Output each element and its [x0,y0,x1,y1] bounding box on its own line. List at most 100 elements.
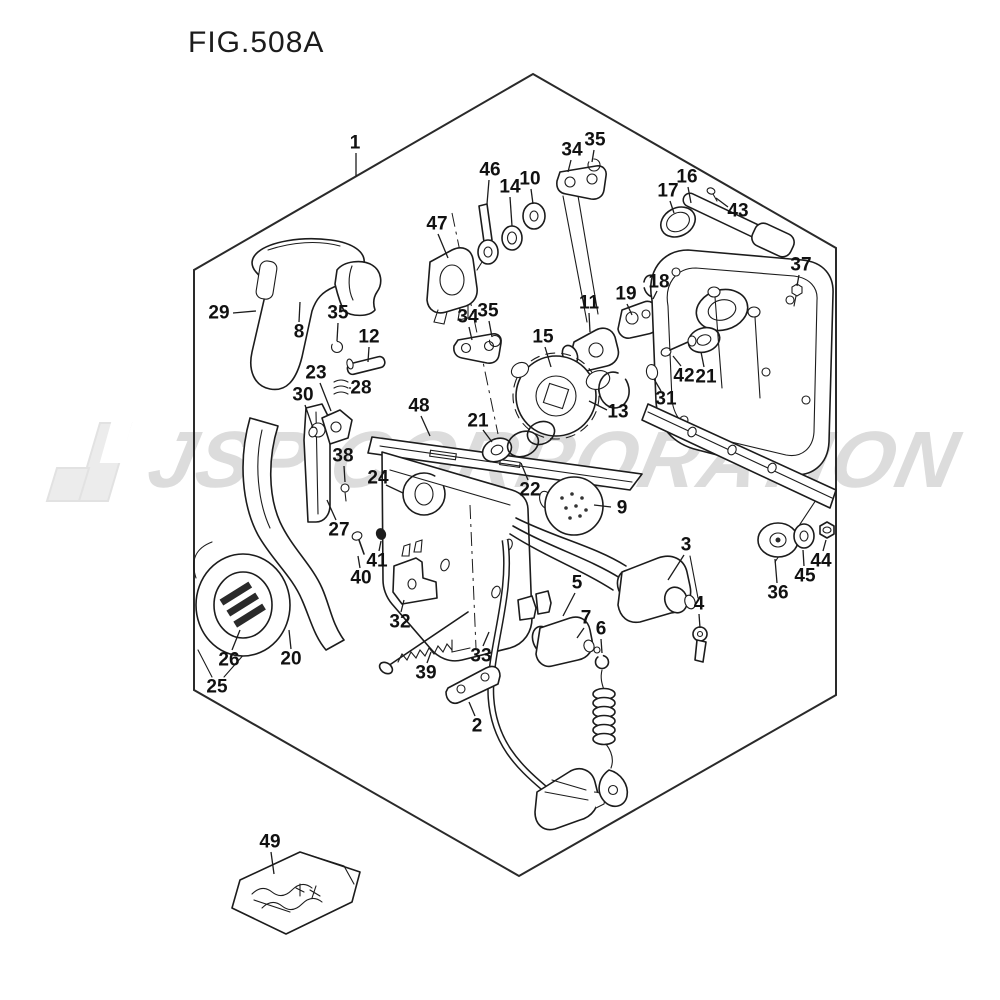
part-label-22: 22 [519,480,540,501]
leader-line-29 [232,310,257,314]
part-lower-rail [641,403,837,509]
leader-line-16 [687,186,692,204]
part-clamp-33 [517,590,552,621]
part-bracket-47 [426,247,478,325]
part-label-46: 46 [479,160,500,181]
leader-line-35-2 [488,320,493,338]
leader-line-33 [482,631,490,647]
part-lanyard [592,654,629,808]
part-label-5: 5 [572,573,583,594]
watermark-logo [45,422,133,502]
part-label-25: 25 [206,677,228,698]
leader-line-34-1 [567,159,572,173]
leader-line-20 [288,629,292,650]
part-label-24: 24 [367,468,389,489]
part-bracket-32 [392,539,438,605]
leader-line-17 [669,200,675,214]
part-grommet-17 [660,206,696,238]
part-label-36: 36 [767,583,788,604]
leader-line-44 [822,539,827,552]
leader-line-47 [437,233,449,259]
part-label-18: 18 [648,272,669,293]
leader-line-43 [715,197,729,208]
page-title: FIG.508A [188,26,324,59]
part-label-27: 27 [328,520,349,541]
part-side-panel [650,249,834,476]
part-label-43: 43 [727,201,748,222]
part-ball-knob-9 [539,476,604,536]
part-circlip-24 [402,472,446,516]
leader-line-2 [468,701,476,717]
part-washer-45 [793,523,815,549]
leader-line-22 [520,462,529,481]
part-label-17: 17 [657,181,678,202]
part-label-48: 48 [408,396,429,417]
leader-line-35-1 [591,149,595,163]
part-label-20: 20 [280,649,301,670]
leader-line-37 [796,274,800,287]
part-washer-31 [645,364,659,380]
leader-line-23 [319,382,332,412]
part-label-33: 33 [470,646,491,667]
part-label-3: 3 [681,535,692,556]
leader-line-9 [593,504,612,508]
border-hexagon [193,72,837,878]
leader-line-30 [304,404,314,429]
leader-line-21-2 [700,351,705,368]
part-label-6: 6 [596,619,607,640]
part-parts-bag-49 [231,851,361,935]
leader-line-38 [343,465,346,483]
part-label-8: 8 [294,322,305,343]
part-label-14: 14 [499,177,521,198]
part-lock-piece-46 [476,203,499,271]
leader-line-19 [626,303,633,316]
leader-line-32 [400,599,405,613]
part-label-41: 41 [366,551,388,572]
part-label-40: 40 [350,568,371,589]
leader-line-45 [802,549,805,567]
part-label-9: 9 [617,498,628,519]
leader-line-49 [270,851,275,875]
part-label-45: 45 [794,566,816,587]
part-washer-41 [375,528,387,540]
part-screw-40 [351,531,365,555]
part-washer-10 [522,202,546,230]
part-stop-switch [531,616,601,668]
leader-line-24 [385,484,404,494]
part-label-47: 47 [426,214,447,235]
part-label-16: 16 [676,167,697,188]
part-washers-21-22 [481,420,556,463]
part-label-23: 23 [305,363,326,384]
leader-line-21-1 [482,429,493,443]
leader-line-11 [588,312,591,333]
part-screw-38 [340,483,350,502]
leader-line-26 [231,629,241,651]
leader-line-6 [600,638,603,654]
part-clamp-34-top [556,158,607,200]
leader-line-35-3 [336,322,339,342]
leader-line-31 [653,378,662,392]
part-label-29: 29 [208,303,229,324]
leader-line-18 [652,290,658,300]
part-label-7: 7 [581,608,592,629]
leader-line-42 [672,355,682,367]
part-clamp-34-mid [453,333,502,364]
part-plate-2 [445,665,501,705]
part-label-15: 15 [532,327,554,348]
leader-line-15 [544,346,552,368]
leader-line-14 [509,196,513,227]
part-tube-43 [682,187,795,258]
leader-line-41 [378,540,382,552]
part-label-39: 39 [415,663,436,684]
part-key-4 [692,626,708,663]
part-label-2: 2 [472,716,483,737]
part-label-28: 28 [350,378,371,399]
leader-line-4 [698,613,701,629]
leader-line-8 [298,301,301,323]
leader-line-12 [367,346,370,363]
part-ring-14 [501,225,523,251]
part-label-35-2: 35 [477,301,499,322]
part-label-44: 44 [810,551,832,572]
part-label-38: 38 [332,446,353,467]
part-detent-cam-cluster [308,340,386,445]
